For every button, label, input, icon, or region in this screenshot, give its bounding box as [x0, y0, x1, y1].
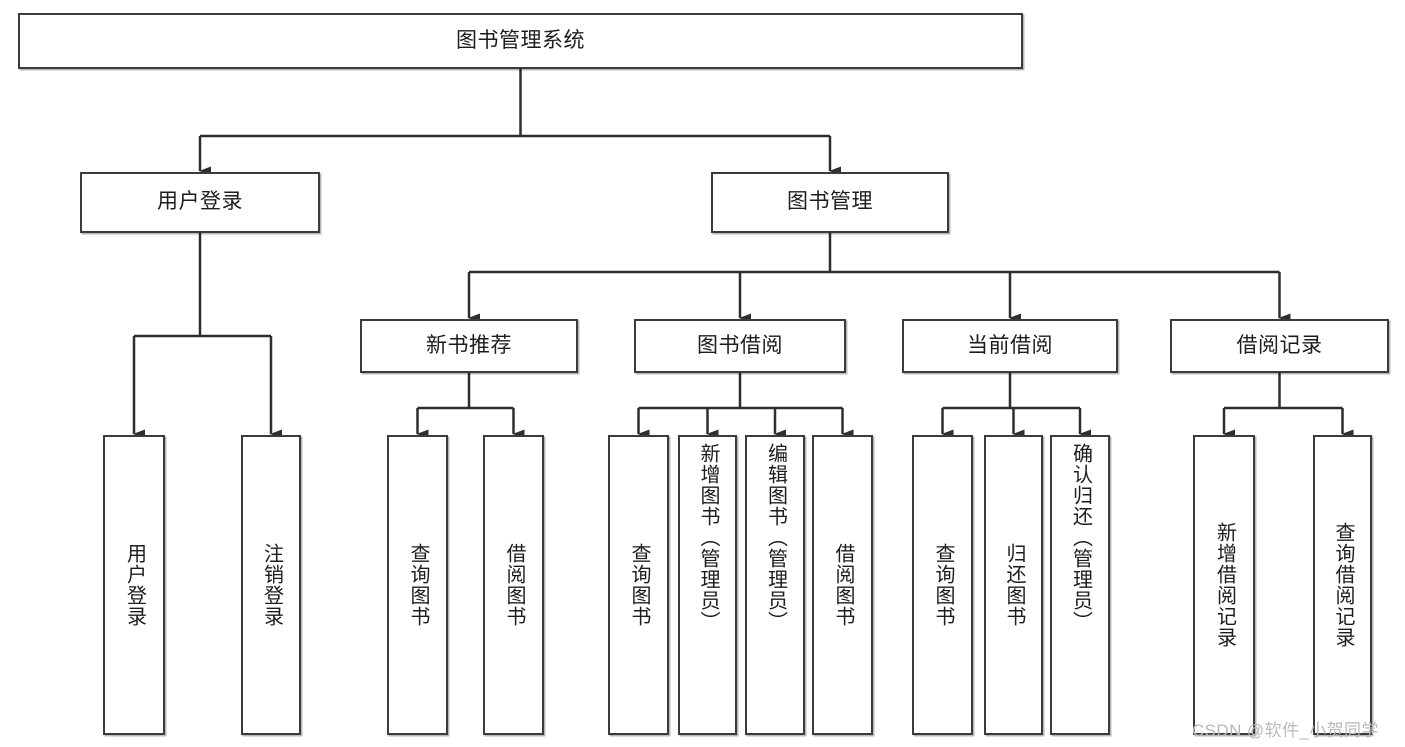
node-book-manage[interactable]: 图书管理 — [711, 172, 949, 233]
node-current-borrow[interactable]: 当前借阅 — [902, 319, 1118, 373]
node-leaf-add-book-admin[interactable]: 新增图书（管理员） — [678, 435, 737, 735]
node-label: 注销登录 — [260, 543, 283, 627]
node-leaf-edit-book-admin[interactable]: 编辑图书（管理员） — [745, 435, 805, 735]
node-label: 新增图书（管理员） — [697, 443, 719, 632]
node-label: 确认归还（管理员） — [1069, 443, 1092, 632]
node-leaf-query-borrow-record[interactable]: 查询借阅记录 — [1313, 435, 1372, 735]
node-label: 图书借阅 — [697, 333, 783, 357]
node-leaf-confirm-return-admin[interactable]: 确认归还（管理员） — [1050, 435, 1110, 735]
node-label: 当前借阅 — [967, 333, 1053, 357]
node-leaf-query-book-3[interactable]: 查询图书 — [912, 435, 973, 735]
node-label: 新增借阅记录 — [1213, 522, 1236, 648]
node-book-borrow[interactable]: 图书借阅 — [634, 319, 846, 373]
node-label: 查询图书 — [407, 543, 429, 627]
node-label: 借阅图书 — [503, 543, 525, 627]
node-leaf-borrow-book-2[interactable]: 借阅图书 — [812, 435, 873, 735]
node-label: 编辑图书（管理员） — [764, 443, 787, 632]
node-leaf-query-book-1[interactable]: 查询图书 — [387, 435, 448, 735]
node-borrow-record[interactable]: 借阅记录 — [1170, 319, 1389, 373]
node-label: 用户登录 — [123, 543, 146, 627]
node-label: 借阅记录 — [1236, 333, 1323, 357]
node-leaf-add-borrow-record[interactable]: 新增借阅记录 — [1193, 435, 1255, 735]
node-label: 查询借阅记录 — [1332, 522, 1354, 648]
node-label: 图书管理系统 — [456, 28, 585, 52]
node-leaf-borrow-book-1[interactable]: 借阅图书 — [483, 435, 544, 735]
node-label: 新书推荐 — [426, 333, 512, 357]
node-root[interactable]: 图书管理系统 — [18, 13, 1023, 69]
node-leaf-user-logout[interactable]: 注销登录 — [241, 435, 301, 735]
node-leaf-return-book[interactable]: 归还图书 — [984, 435, 1043, 735]
node-label: 查询图书 — [932, 543, 954, 627]
node-label: 归还图书 — [1003, 543, 1025, 627]
watermark-label: CSDN @软件_小贺同学 — [1192, 721, 1379, 740]
node-label: 用户登录 — [157, 190, 243, 214]
node-leaf-user-login[interactable]: 用户登录 — [103, 435, 165, 735]
node-new-book-rec[interactable]: 新书推荐 — [360, 319, 578, 373]
node-label: 借阅图书 — [832, 543, 854, 627]
node-label: 查询图书 — [628, 543, 650, 627]
tree-connectors — [132, 69, 1354, 439]
node-leaf-query-book-2[interactable]: 查询图书 — [608, 435, 669, 735]
node-user-login[interactable]: 用户登录 — [80, 172, 320, 233]
node-label: 图书管理 — [787, 190, 873, 214]
